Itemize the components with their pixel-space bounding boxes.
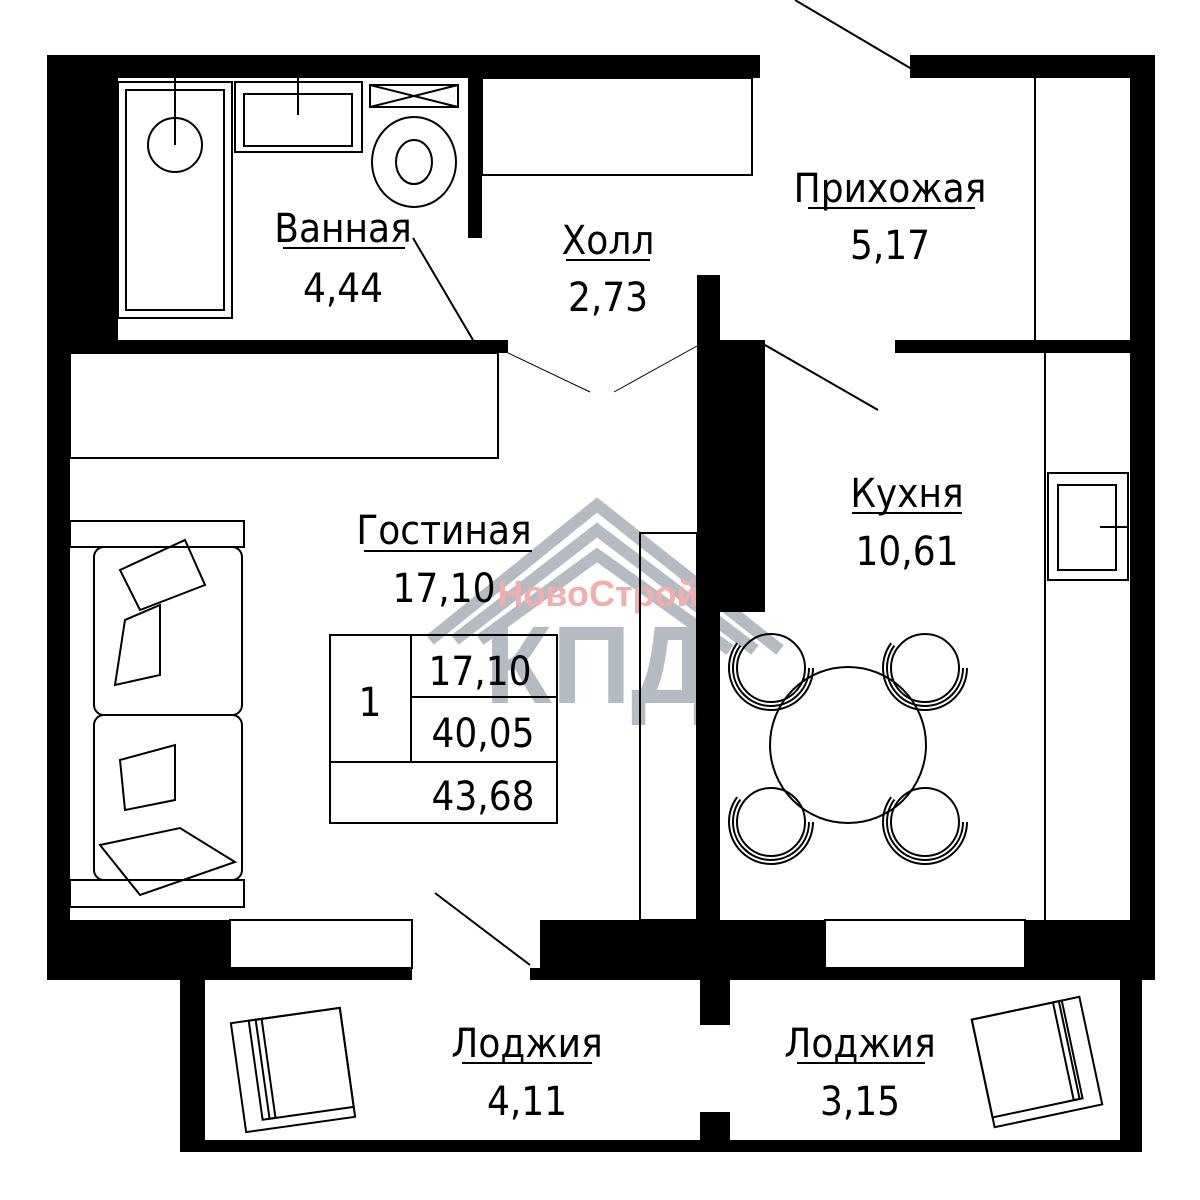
window xyxy=(229,919,413,969)
room-label-living: Гостиная 17,10 xyxy=(356,508,532,612)
watermark-brand-text: НовоСтрой xyxy=(497,573,698,614)
room-name: Лоджия xyxy=(451,1021,602,1067)
kitchen-sink xyxy=(1047,472,1129,581)
bathtub xyxy=(117,78,233,319)
room-area: 4,11 xyxy=(487,1079,567,1125)
room-label-kitchen: Кухня 10,61 xyxy=(850,471,963,575)
walls xyxy=(47,55,1155,1152)
room-name: Холл xyxy=(562,218,655,264)
room-name: Прихожая xyxy=(794,166,987,212)
room-area: 3,15 xyxy=(820,1079,900,1125)
total-area-value: 40,05 xyxy=(432,711,535,757)
room-name: Гостиная xyxy=(356,508,531,554)
room-area: 4,44 xyxy=(303,266,383,312)
room-name: Ванная xyxy=(274,206,412,252)
sink xyxy=(234,78,363,153)
chair xyxy=(882,625,968,711)
total-with-loggia-value: 43,68 xyxy=(432,774,535,820)
sofa xyxy=(69,520,245,908)
living-area-value: 17,10 xyxy=(429,649,532,695)
room-name: Кухня xyxy=(850,471,963,517)
chair xyxy=(728,779,814,865)
dining-table xyxy=(728,625,968,865)
room-area: 5,17 xyxy=(850,223,930,269)
living-cabinet xyxy=(639,532,698,921)
living-wardrobe xyxy=(69,352,499,459)
rooms-count: 1 xyxy=(359,680,382,726)
area-summary-table: 1 17,10 40,05 43,68 xyxy=(329,634,558,824)
room-name: Лоджия xyxy=(784,1021,935,1067)
room-label-hall: Холл 2,73 xyxy=(562,218,655,321)
room-label-loggia-left: Лоджия 4,11 xyxy=(451,1021,602,1125)
toilet xyxy=(369,84,459,208)
room-label-entrance: Прихожая 5,17 xyxy=(794,166,987,269)
room-area: 17,10 xyxy=(393,566,496,612)
room-label-bathroom: Ванная 4,44 xyxy=(274,206,412,312)
chair xyxy=(882,779,968,865)
chair xyxy=(728,625,814,711)
hall-wardrobe xyxy=(481,77,753,176)
room-area: 10,61 xyxy=(856,529,959,575)
window xyxy=(824,919,1026,969)
room-area: 2,73 xyxy=(568,275,648,321)
room-label-loggia-right: Лоджия 3,15 xyxy=(784,1021,935,1125)
armchair xyxy=(229,1006,357,1134)
watermark-logo-text: КПД xyxy=(485,604,710,727)
door-swings xyxy=(412,0,911,966)
armchair xyxy=(970,995,1104,1129)
